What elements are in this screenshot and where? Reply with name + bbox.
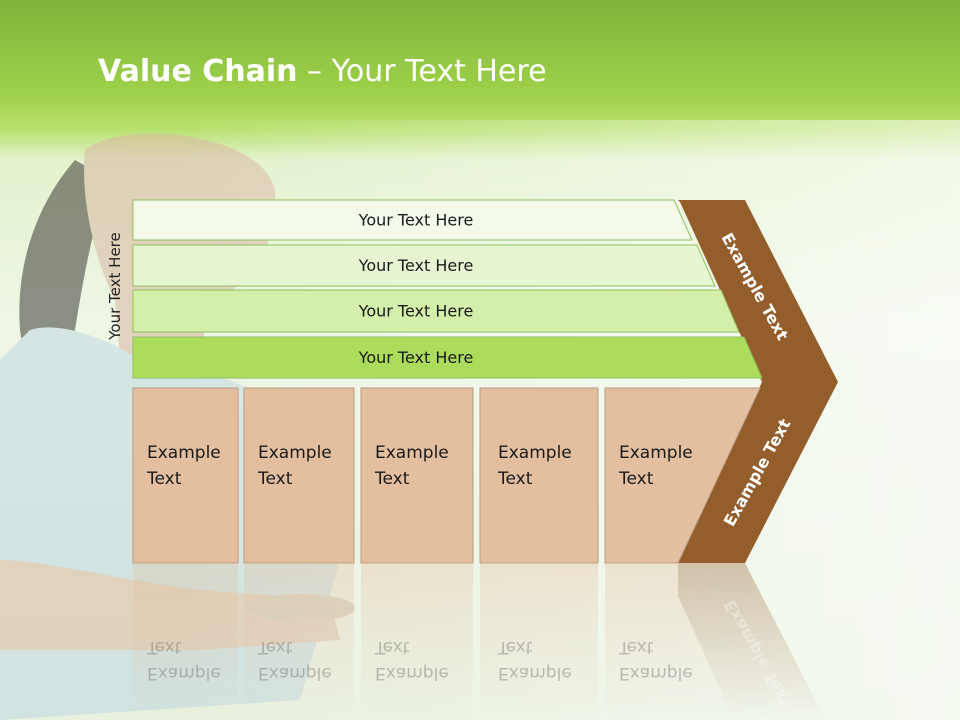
box-label-3-line1: Example bbox=[375, 443, 449, 463]
chevron-arrow bbox=[678, 200, 838, 563]
title-rest: – Your Text Here bbox=[297, 54, 547, 89]
box-reflection-3-line1: Example bbox=[375, 663, 449, 683]
reflection bbox=[133, 563, 826, 720]
box-reflection-4-line1: Example bbox=[498, 663, 572, 683]
row-label-4: Your Text Here bbox=[358, 348, 474, 367]
row-label-2: Your Text Here bbox=[358, 256, 474, 275]
row-bar-3 bbox=[132, 289, 740, 333]
box-1 bbox=[132, 387, 239, 564]
box-label-5-line2: Text bbox=[618, 469, 654, 489]
row-bar-1 bbox=[132, 199, 693, 241]
row-label-3: Your Text Here bbox=[358, 302, 474, 321]
box-label-4-line2: Text bbox=[497, 469, 533, 489]
box-reflection-5-line1: Example bbox=[619, 663, 693, 683]
header-bar: Value Chain – Your Text Here bbox=[0, 0, 960, 130]
box-3 bbox=[360, 387, 474, 564]
box-label-4-line1: Example bbox=[498, 443, 572, 463]
box-reflection-4-line2: Text bbox=[497, 637, 533, 657]
row-bar-2 bbox=[132, 244, 716, 287]
box-label-1-line2: Text bbox=[146, 469, 182, 489]
row-bar-4 bbox=[132, 336, 763, 379]
box-4 bbox=[479, 387, 599, 564]
box-reflection-1-line1: Example bbox=[147, 663, 221, 683]
row-label-1: Your Text Here bbox=[358, 211, 474, 230]
box-reflection-3-line2: Text bbox=[374, 637, 410, 657]
title-bold: Value Chain bbox=[98, 54, 298, 89]
box-label-1-line1: Example bbox=[147, 443, 221, 463]
box-2 bbox=[243, 387, 355, 564]
box-reflection-2-line1: Example bbox=[258, 663, 332, 683]
page-title: Value Chain – Your Text Here bbox=[98, 54, 547, 89]
box-reflection-1-line2: Text bbox=[146, 637, 182, 657]
box-reflection-5-line2: Text bbox=[618, 637, 654, 657]
box-label-2-line2: Text bbox=[257, 469, 293, 489]
box-label-3-line2: Text bbox=[374, 469, 410, 489]
box-reflection-2-line2: Text bbox=[257, 637, 293, 657]
box-label-2-line1: Example bbox=[258, 443, 332, 463]
box-label-5-line1: Example bbox=[619, 443, 693, 463]
